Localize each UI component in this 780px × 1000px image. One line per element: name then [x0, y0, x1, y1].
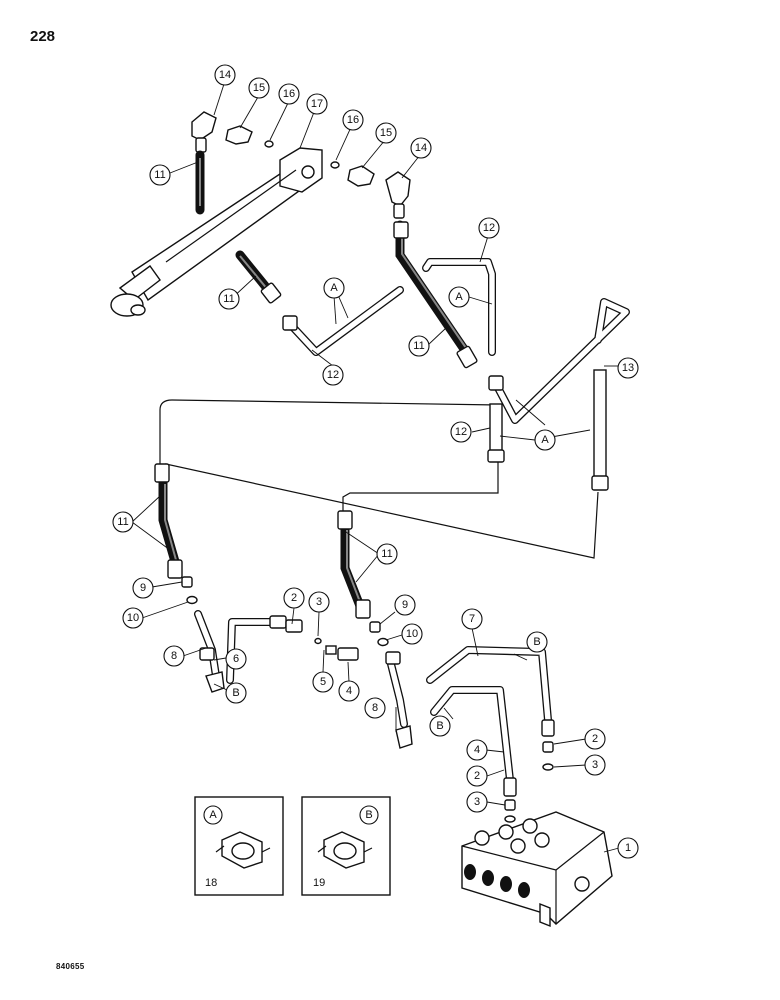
svg-text:17: 17: [311, 98, 323, 110]
callout-8-left: 8: [163, 645, 185, 667]
callout-11-lower-left: 11: [112, 511, 134, 533]
svg-text:4: 4: [474, 744, 480, 756]
callout-b-right: B: [526, 631, 548, 653]
callout-9-right: 9: [394, 594, 416, 616]
svg-text:11: 11: [223, 293, 234, 305]
svg-text:5: 5: [320, 676, 326, 688]
svg-text:12: 12: [455, 426, 467, 438]
svg-text:14: 14: [219, 69, 231, 81]
svg-text:B: B: [533, 636, 540, 648]
callout-7: 7: [461, 608, 483, 630]
svg-text:1: 1: [625, 842, 631, 854]
callout-12-right: 12: [450, 421, 472, 443]
svg-text:A: A: [541, 434, 549, 446]
callout-10-right: 10: [401, 623, 423, 645]
callout-2-lower-left: 2: [466, 765, 488, 787]
callout-11-lower-right: 11: [376, 543, 398, 565]
svg-text:11: 11: [154, 169, 165, 181]
svg-text:16: 16: [347, 114, 359, 126]
svg-text:10: 10: [406, 628, 418, 640]
svg-text:8: 8: [171, 650, 177, 662]
callout-a-mid: A: [323, 277, 345, 299]
svg-text:4: 4: [346, 685, 352, 697]
callout-4-right: 4: [466, 739, 488, 761]
callout-15-right: 15: [375, 122, 397, 144]
svg-text:15: 15: [380, 127, 392, 139]
svg-text:16: 16: [283, 88, 295, 100]
svg-text:11: 11: [381, 548, 392, 560]
hoses: [154, 150, 478, 619]
callout-2-mid: 2: [283, 587, 305, 609]
callout-11-top: 11: [149, 164, 171, 186]
callout-a-top: A: [448, 286, 470, 308]
callout-11-right: 11: [408, 335, 430, 357]
svg-text:14: 14: [415, 142, 427, 154]
svg-text:2: 2: [474, 770, 480, 782]
callout-1: 1: [617, 837, 639, 859]
callout-14-right: 14: [410, 137, 432, 159]
callout-3-lower-right: 3: [584, 754, 606, 776]
long-lines: [159, 399, 599, 559]
lower-left-assembly: [181, 576, 359, 693]
callout-5: 5: [312, 671, 334, 693]
callout-3-lower-left: 3: [466, 791, 488, 813]
callout-b-lower: B: [429, 715, 451, 737]
control-valve: [461, 811, 613, 928]
callout-12-mid: 12: [322, 364, 344, 386]
inset-b-letter: B: [365, 809, 372, 821]
cylinder-fittings: [191, 111, 411, 219]
callout-8-right: 8: [364, 697, 386, 719]
svg-text:2: 2: [592, 733, 598, 745]
svg-text:A: A: [330, 282, 338, 294]
callout-b-left: B: [225, 682, 247, 704]
callout-14-left: 14: [214, 64, 236, 86]
callout-6: 6: [225, 648, 247, 670]
svg-text:3: 3: [316, 596, 322, 608]
callout-10-left: 10: [122, 607, 144, 629]
leader-lines: [131, 83, 620, 853]
tubes: [282, 258, 630, 491]
inset-a-letter: A: [209, 809, 217, 821]
inset-a-item: 18: [205, 877, 217, 889]
callout-9-left: 9: [132, 577, 154, 599]
callout-2-lower-right: 2: [584, 728, 606, 750]
svg-text:10: 10: [127, 612, 139, 624]
svg-text:A: A: [455, 291, 463, 303]
document-code: 840655: [56, 962, 85, 971]
inset-b-item: 19: [313, 877, 325, 889]
callout-12-top: 12: [478, 217, 500, 239]
callouts: 14 15 16 17 16 15 14 11 11 A 12 11 12 A …: [112, 64, 639, 859]
svg-text:11: 11: [413, 340, 424, 352]
svg-text:2: 2: [291, 592, 297, 604]
svg-text:15: 15: [253, 82, 265, 94]
hydraulic-cylinder: [110, 147, 323, 317]
svg-text:8: 8: [372, 702, 378, 714]
svg-text:12: 12: [327, 369, 339, 381]
callout-3-mid: 3: [308, 591, 330, 613]
svg-text:9: 9: [402, 599, 408, 611]
inset-b: B 19: [301, 796, 391, 896]
callout-15-left: 15: [248, 77, 270, 99]
lower-right-assembly: [369, 621, 555, 823]
svg-text:3: 3: [592, 759, 598, 771]
callout-11-mid: 11: [218, 288, 240, 310]
svg-text:11: 11: [117, 516, 128, 528]
callout-a-right: A: [534, 429, 556, 451]
svg-text:9: 9: [140, 582, 146, 594]
svg-text:13: 13: [622, 362, 634, 374]
svg-text:B: B: [232, 687, 239, 699]
svg-text:7: 7: [469, 613, 475, 625]
svg-text:6: 6: [233, 653, 239, 665]
callout-4-mid: 4: [338, 680, 360, 702]
callout-17: 17: [306, 93, 328, 115]
page-number: 228: [30, 28, 56, 45]
callout-16-left: 16: [278, 83, 300, 105]
svg-text:3: 3: [474, 796, 480, 808]
callout-16-right: 16: [342, 109, 364, 131]
svg-text:B: B: [436, 720, 443, 732]
svg-text:12: 12: [483, 222, 495, 234]
inset-a: A 18: [194, 796, 284, 896]
callout-13: 13: [617, 357, 639, 379]
